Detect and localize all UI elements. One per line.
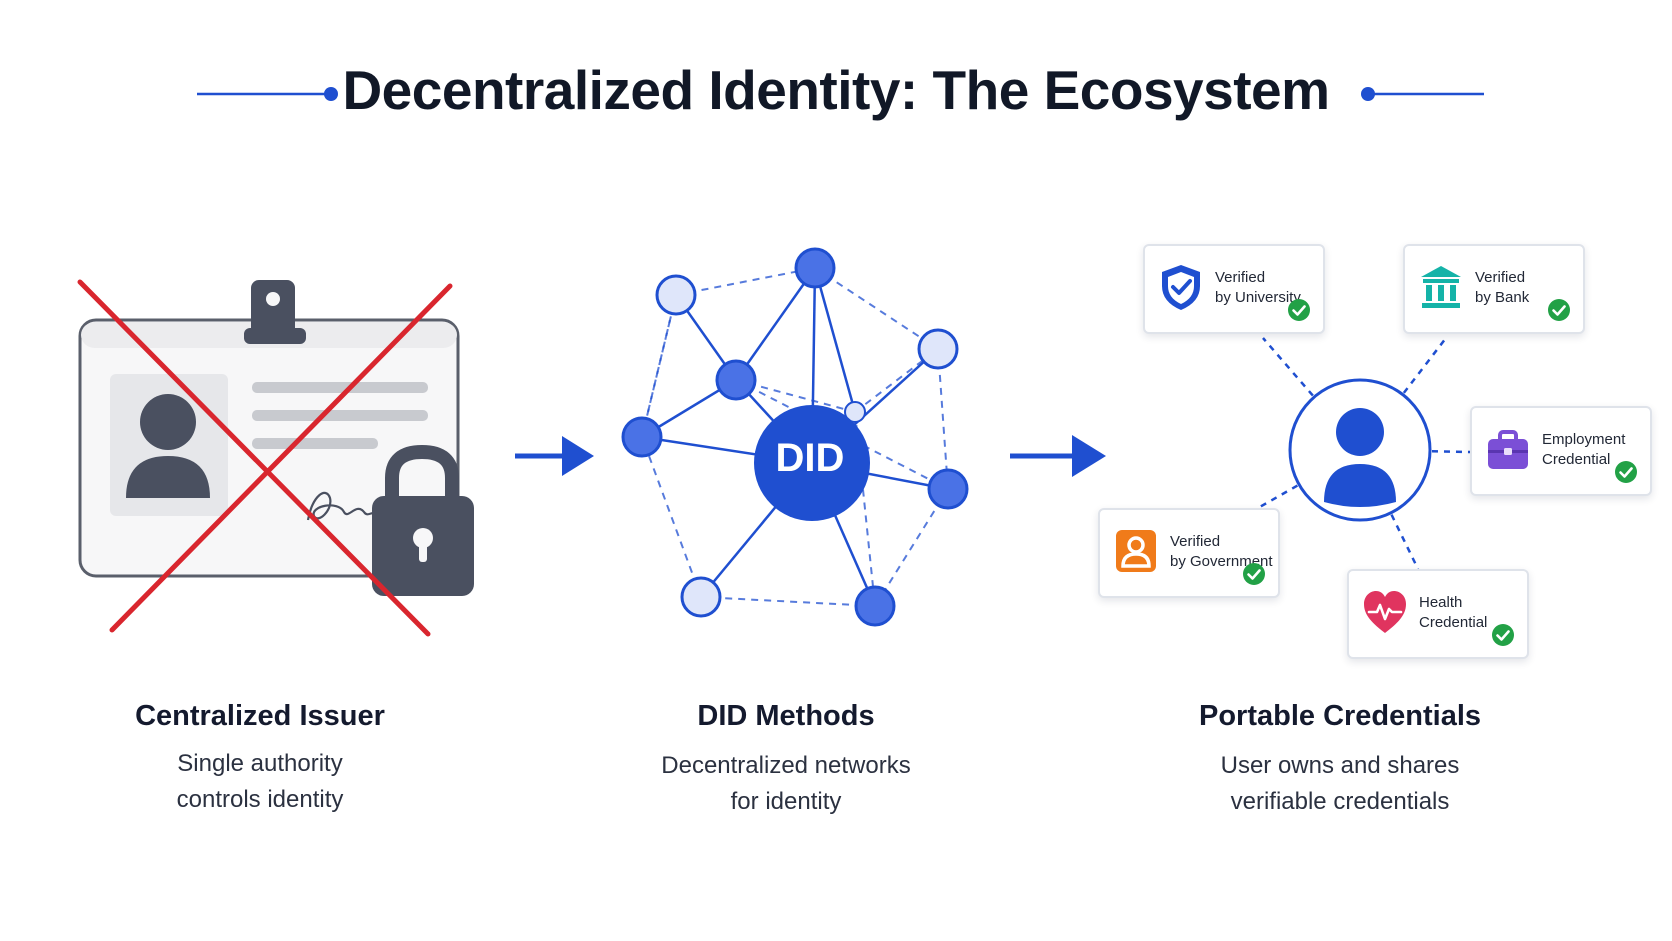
- lock-icon: [372, 444, 474, 596]
- desc-line: Decentralized networks: [661, 752, 911, 779]
- signature-mark: [306, 491, 379, 521]
- shield-check-icon: [1162, 265, 1200, 310]
- briefcase-icon: [1488, 430, 1528, 469]
- did-network-graph: [621, 247, 969, 627]
- arrow-right-icon-1: [515, 436, 594, 476]
- desc-line: controls identity: [176, 786, 344, 813]
- desc-line: Single authority: [177, 750, 343, 777]
- network-link: [734, 267, 817, 381]
- network-node: [854, 585, 896, 627]
- did-center-label: DID: [775, 436, 845, 480]
- column-title-portable: Portable Credentials: [1198, 700, 1482, 732]
- page-title: Decentralized Identity: The Ecosystem: [342, 59, 1330, 121]
- heart-pulse-icon: [1364, 591, 1406, 633]
- network-node: [715, 359, 757, 401]
- credential-dashed-link: [1390, 514, 1420, 570]
- column-title-centralized: Centralized Issuer: [135, 700, 385, 732]
- check-badge-icon: [1548, 299, 1570, 321]
- desc-line: for identity: [730, 788, 842, 815]
- network-dashed-link: [675, 267, 816, 296]
- network-dashed-link: [641, 436, 702, 598]
- network-dashed-link: [814, 267, 939, 350]
- network-dashed-link: [641, 294, 677, 438]
- network-link: [813, 267, 857, 413]
- title-dot-left: [324, 87, 338, 101]
- column-desc-centralized: Single authority controls identity: [40, 746, 480, 818]
- credential-dashed-link: [1257, 484, 1299, 510]
- network-dashed-link: [641, 294, 677, 438]
- network-node: [927, 468, 969, 510]
- column-desc-did-methods: Decentralized networks for identity: [566, 748, 1006, 820]
- user-hub: [1288, 378, 1432, 522]
- bank-icon: [1421, 266, 1461, 308]
- network-dashed-link: [700, 596, 876, 607]
- network-node: [621, 416, 663, 458]
- check-badge-icon: [1243, 563, 1265, 585]
- network-dashed-link: [937, 348, 949, 490]
- desc-line: verifiable credentials: [1230, 788, 1450, 815]
- person-silhouette-icon: [126, 394, 210, 498]
- check-badge-icon: [1288, 299, 1310, 321]
- cross-out-mark: [77, 279, 453, 637]
- badge-clip-icon: [251, 280, 295, 338]
- check-badge-icon: [1615, 461, 1637, 483]
- credential-dashed-link: [1402, 337, 1447, 394]
- network-node: [844, 401, 866, 423]
- network-node: [680, 576, 722, 618]
- person-badge-icon: [1116, 530, 1156, 572]
- column-title-did-methods: DID Methods: [697, 700, 875, 732]
- column-desc-portable: User owns and shares verifiable credenti…: [1120, 748, 1560, 820]
- id-card-illustration: [77, 279, 474, 637]
- desc-line: User owns and shares: [1220, 752, 1460, 779]
- credential-dashed-link: [1431, 450, 1471, 454]
- check-badge-icon: [1492, 624, 1514, 646]
- network-dashed-link: [854, 348, 939, 413]
- network-node: [794, 247, 836, 289]
- user-avatar-icon: [1324, 408, 1396, 507]
- did-center-node: [754, 405, 870, 521]
- title-dot-right: [1361, 87, 1375, 101]
- network-node: [655, 274, 697, 316]
- network-node: [917, 328, 959, 370]
- arrow-right-icon-2: [1010, 435, 1106, 477]
- credential-dashed-link: [1262, 337, 1314, 397]
- credential-links: [1257, 337, 1471, 570]
- network-dashed-link: [874, 488, 949, 607]
